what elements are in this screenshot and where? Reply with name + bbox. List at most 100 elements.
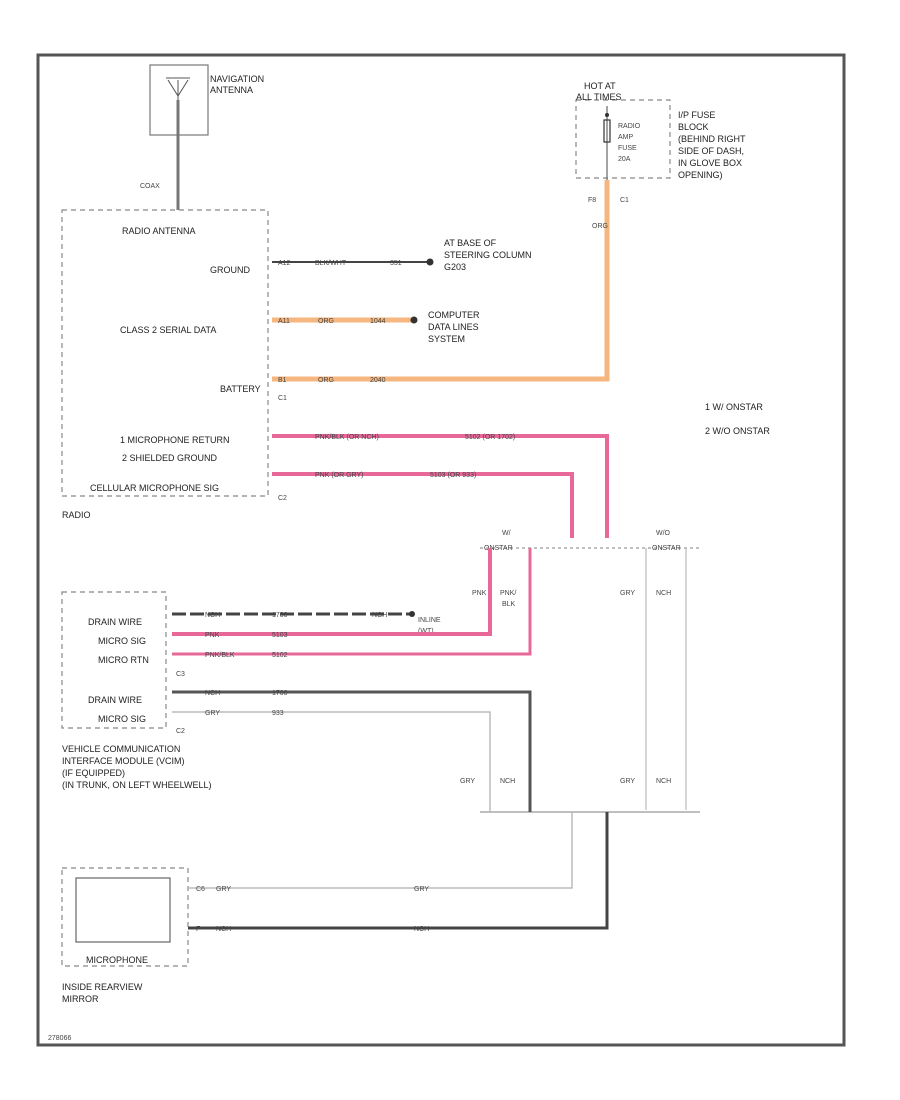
onstar-nch-right: NCH (656, 778, 671, 785)
mirror-wire-1-right: GRY (414, 886, 429, 893)
battery-color: ORG (318, 377, 334, 384)
onstar-w-label-1: W/ (502, 530, 511, 537)
diagram-frame (36, 53, 846, 1047)
onstar-gry-left: GRY (460, 778, 475, 785)
fuse-hot-label: HOT AT (584, 81, 616, 91)
ground-color: BLK/WHT (315, 260, 347, 267)
onstar-nch-left: NCH (500, 778, 515, 785)
serial-pin: A11 (278, 318, 290, 325)
ip-block-label-3: (BEHIND RIGHT (678, 134, 746, 144)
radio-name: RADIO (62, 510, 91, 520)
fuse-wire-color: ORG (592, 223, 608, 230)
data-destination-3: SYSTEM (428, 334, 465, 344)
radio-shield-label: 2 SHIELDED GROUND (122, 453, 218, 463)
serial-terminal (410, 316, 418, 324)
mirror-wire-2: NCH (216, 926, 231, 933)
radio-battery-label: BATTERY (220, 384, 261, 394)
radio-mic-return-label: 1 MICROPHONE RETURN (120, 435, 230, 445)
serial-circuit: 1044 (370, 318, 386, 325)
ground-pin: A12 (278, 260, 291, 267)
vcim-inline-nch: NCH (372, 612, 387, 619)
nav-antenna-label-2: ANTENNA (210, 85, 253, 95)
vcim-sig-circuit: 5103 (272, 632, 288, 639)
mirror-nch-wire (188, 812, 609, 930)
onstar-wo-label-2: ONSTAR (652, 545, 681, 552)
fuse-label-1: RADIO (618, 123, 641, 130)
vcim-rtn-circuit: 5102 (272, 652, 288, 659)
ground-terminal (426, 258, 434, 266)
data-destination-1: COMPUTER (428, 310, 480, 320)
radio-box (61, 209, 269, 497)
mic-signal-color: PNK (OR GRY) (315, 472, 364, 479)
ground-destination-1: AT BASE OF (444, 238, 497, 248)
fuse-icon (603, 106, 611, 180)
mirror-wire-2-right: NCH (414, 926, 429, 933)
vcim-c2: C2 (176, 728, 185, 735)
vcim-sig-wire (172, 548, 492, 636)
onstar-gry-right: GRY (620, 778, 635, 785)
fuse-conn: C1 (620, 197, 629, 204)
vcim-title-3: (IF EQUIPPED) (62, 768, 125, 778)
vcim-drain-color: NCH (205, 612, 220, 619)
vcim-drain-2: DRAIN WIRE (88, 695, 142, 705)
vcim-sig-color: PNK (205, 632, 220, 639)
mirror-name-2: MIRROR (62, 994, 99, 1004)
vcim-box (61, 591, 167, 729)
mirror-pin-2: F (196, 926, 200, 933)
mirror-mic-label: MICROPHONE (86, 955, 148, 965)
coax-label: COAX (140, 183, 160, 190)
vcim-drain-circuit: 1700 (272, 612, 288, 619)
vcim-sig2-color: GRY (205, 710, 220, 717)
vcim-drain-terminal (409, 611, 415, 617)
fuse-block-box (575, 99, 671, 179)
mic-return-wire (272, 434, 609, 538)
onstar-wo-label-1: W/O (656, 530, 671, 537)
fuse-label-3: FUSE (618, 145, 637, 152)
radio-cell-mic-label: CELLULAR MICROPHONE SIG (90, 483, 219, 493)
radio-ground-label: GROUND (210, 265, 250, 275)
mirror-pin-1: C6 (196, 886, 205, 893)
mirror-name-1: INSIDE REARVIEW (62, 982, 143, 992)
mic-return-circuit: 5102 (OR 1702) (465, 434, 515, 441)
ip-block-label-2: BLOCK (678, 122, 709, 132)
ip-block-label-1: I/P FUSE (678, 110, 715, 120)
battery-wire (272, 180, 610, 382)
serial-color: ORG (318, 318, 334, 325)
mic-return-color: PNK/BLK (OR NCH) (315, 434, 379, 441)
vcim-rtn-color: PNK/BLK (205, 652, 235, 659)
ground-destination-3: G203 (444, 262, 466, 272)
vcim-inline: INLINE (418, 617, 441, 624)
battery-pin: B1 (278, 377, 287, 384)
radio-antenna-label: RADIO ANTENNA (122, 226, 196, 236)
radio-serial-label: CLASS 2 SERIAL DATA (120, 325, 216, 335)
legend-item-1: 1 W/ ONSTAR (705, 402, 763, 412)
mirror-wire-1: GRY (216, 886, 231, 893)
onstar-pnk-blk-1: PNK/ (500, 590, 516, 597)
mic-signal-circuit: 5103 (OR 933) (430, 472, 476, 479)
vcim-rtn-wire (172, 548, 532, 656)
nav-antenna-label: NAVIGATION (210, 74, 264, 84)
legend-item-2: 2 W/O ONSTAR (705, 426, 770, 436)
onstar-nch-top: NCH (656, 590, 671, 597)
vcim-sig2-wire (172, 711, 491, 812)
mirror-box (61, 867, 189, 967)
battery-circuit: 2040 (370, 377, 386, 384)
vcim-drain2-color: NCH (205, 690, 220, 697)
ground-circuit: 351 (390, 260, 402, 267)
vcim-sig2-circuit: 933 (272, 710, 284, 717)
mirror-gry-wire (188, 812, 573, 889)
fuse-all-times-label: ALL TIMES (576, 92, 622, 102)
onstar-pnk-blk-2: BLK (502, 601, 516, 608)
data-destination-2: DATA LINES (428, 322, 479, 332)
vcim-drain-1: DRAIN WIRE (88, 617, 142, 627)
radio-c2-label: C2 (278, 495, 287, 502)
radio-c1-label: C1 (278, 395, 287, 402)
vcim-title-1: VEHICLE COMMUNICATION (62, 744, 180, 754)
ip-block-label-6: OPENING) (678, 170, 723, 180)
onstar-w-label-2: ONSTAR (484, 545, 513, 552)
vcim-inline-2: (WT) (418, 628, 434, 635)
mic-signal-wire (272, 472, 574, 538)
vcim-title-4: (IN TRUNK, ON LEFT WHEELWELL) (62, 780, 212, 790)
vcim-drain2-circuit: 1700 (272, 690, 288, 697)
